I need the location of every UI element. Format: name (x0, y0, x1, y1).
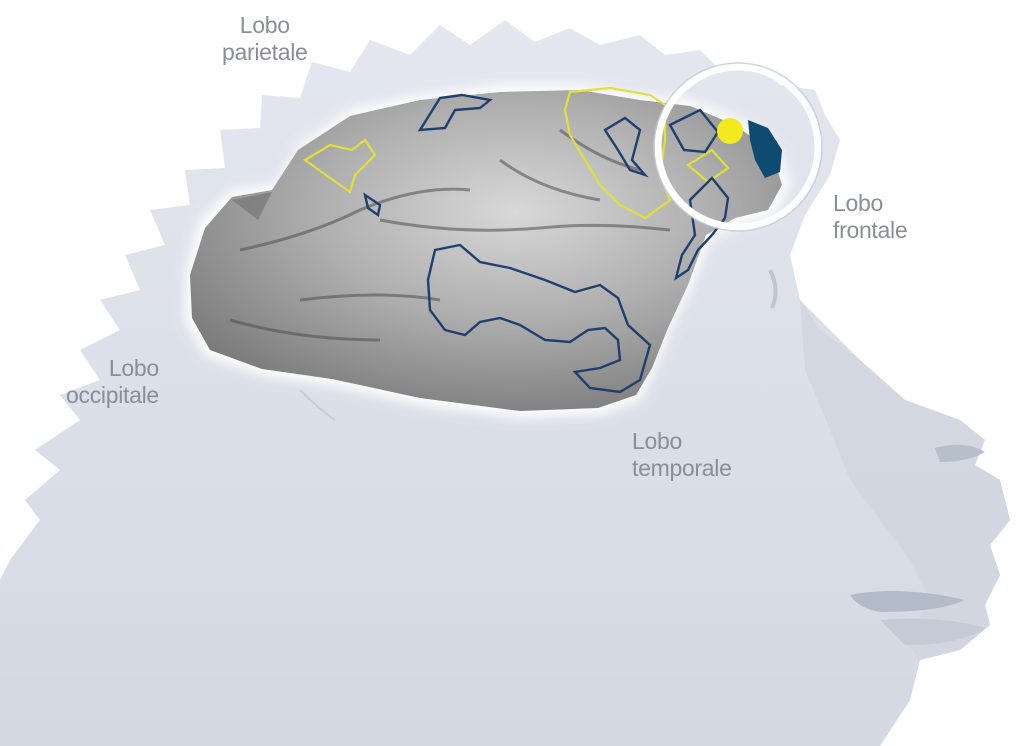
label-parietal-lobe: Lobo parietale (222, 12, 308, 66)
label-temporal-line2: temporale (632, 455, 732, 482)
label-parietal-line1: Lobo (222, 12, 308, 39)
label-parietal-line2: parietale (222, 39, 308, 66)
label-occipital-lobe: Lobo occipitale (66, 355, 159, 409)
label-frontal-line2: frontale (833, 217, 907, 244)
label-occipital-line1: Lobo (66, 355, 159, 382)
yellow-dot-marker (717, 118, 743, 144)
label-occipital-line2: occipitale (66, 382, 159, 409)
label-temporal-line1: Lobo (632, 428, 732, 455)
label-temporal-lobe: Lobo temporale (632, 428, 732, 482)
label-frontal-lobe: Lobo frontale (833, 190, 907, 244)
label-frontal-line1: Lobo (833, 190, 907, 217)
